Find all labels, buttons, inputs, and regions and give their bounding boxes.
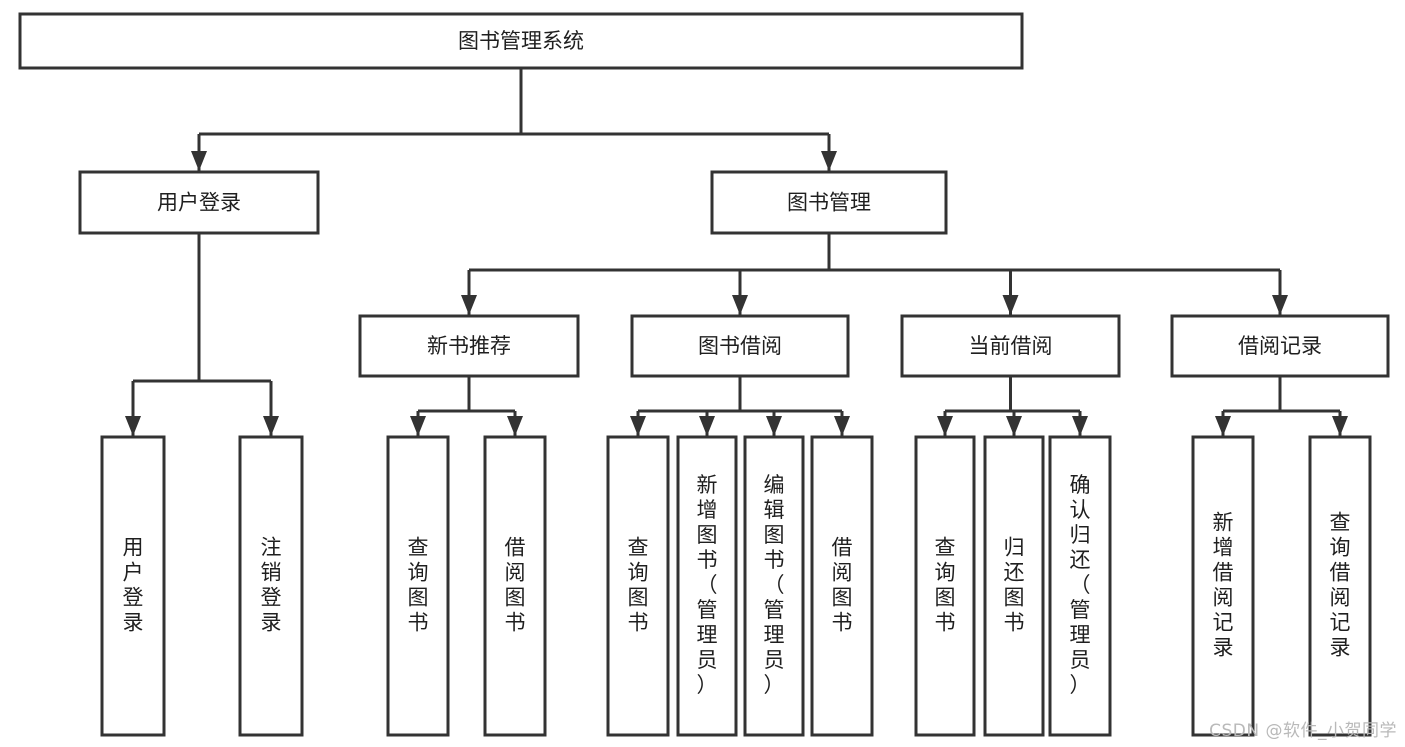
edges-layer [125, 68, 1348, 436]
node-leaf-9-box[interactable] [983, 435, 1045, 737]
node-leaf-2[interactable]: 查询图书 [386, 435, 450, 737]
arrow-head-icon [507, 416, 523, 436]
node-leaf-1[interactable]: 注销登录 [238, 435, 304, 737]
node-level3-3-box[interactable] [1170, 314, 1390, 378]
node-root-label: 图书管理系统 [458, 29, 584, 53]
node-leaf-4-label: 查询图书 [628, 536, 649, 635]
arrow-head-icon [263, 416, 279, 436]
node-level2-0-label: 用户登录 [157, 191, 241, 215]
arrow-head-icon [1006, 416, 1022, 436]
node-root-box[interactable] [18, 12, 1024, 70]
node-leaf-8-box[interactable] [914, 435, 976, 737]
node-leaf-5-box[interactable] [676, 435, 738, 737]
nodes-layer: 图书管理系统用户登录图书管理新书推荐图书借阅当前借阅借阅记录用户登录注销登录查询… [18, 12, 1390, 737]
arrow-head-icon [1272, 295, 1288, 315]
node-leaf-11[interactable]: 新增借阅记录 [1191, 435, 1255, 737]
node-level3-1-label: 图书借阅 [698, 334, 782, 358]
node-leaf-11-label: 新增借阅记录 [1213, 511, 1234, 660]
node-leaf-5-label: 新增图书（管理员） [697, 473, 718, 697]
arrow-head-icon [125, 416, 141, 436]
arrow-head-icon [1072, 416, 1088, 436]
node-level3-2-box[interactable] [900, 314, 1121, 378]
node-leaf-3-box[interactable] [483, 435, 547, 737]
node-leaf-1-box[interactable] [238, 435, 304, 737]
node-level3-3[interactable]: 借阅记录 [1170, 314, 1390, 378]
node-leaf-1-label: 注销登录 [261, 536, 282, 635]
arrow-head-icon [766, 416, 782, 436]
node-level3-0-label: 新书推荐 [427, 334, 511, 358]
node-root[interactable]: 图书管理系统 [18, 12, 1024, 70]
node-level2-0[interactable]: 用户登录 [78, 170, 320, 235]
arrow-head-icon [191, 151, 207, 171]
node-level3-1[interactable]: 图书借阅 [630, 314, 850, 378]
arrow-head-icon [821, 151, 837, 171]
node-level3-3-label: 借阅记录 [1238, 334, 1322, 358]
node-level3-0[interactable]: 新书推荐 [358, 314, 580, 378]
node-leaf-3-label: 借阅图书 [505, 536, 526, 635]
node-leaf-0-label: 用户登录 [123, 536, 144, 635]
node-level2-1[interactable]: 图书管理 [710, 170, 948, 235]
node-leaf-0[interactable]: 用户登录 [100, 435, 166, 737]
node-leaf-11-box[interactable] [1191, 435, 1255, 737]
node-leaf-9-label: 归还图书 [1004, 536, 1025, 635]
watermark-label: CSDN @软件_小贺同学 [1209, 721, 1397, 741]
node-leaf-4[interactable]: 查询图书 [606, 435, 670, 737]
node-leaf-12-label: 查询借阅记录 [1330, 511, 1351, 660]
node-leaf-4-box[interactable] [606, 435, 670, 737]
node-level2-1-box[interactable] [710, 170, 948, 235]
node-leaf-7[interactable]: 借阅图书 [810, 435, 874, 737]
arrow-head-icon [937, 416, 953, 436]
arrow-head-icon [1332, 416, 1348, 436]
arrow-head-icon [834, 416, 850, 436]
node-leaf-10-label: 确认归还（管理员） [1070, 473, 1091, 697]
node-level2-1-label: 图书管理 [787, 191, 871, 215]
node-leaf-12[interactable]: 查询借阅记录 [1308, 435, 1372, 737]
node-leaf-10[interactable]: 确认归还（管理员） [1048, 435, 1112, 737]
arrow-head-icon [699, 416, 715, 436]
node-level3-2[interactable]: 当前借阅 [900, 314, 1121, 378]
node-leaf-3[interactable]: 借阅图书 [483, 435, 547, 737]
node-level2-0-box[interactable] [78, 170, 320, 235]
node-leaf-12-box[interactable] [1308, 435, 1372, 737]
arrow-head-icon [461, 295, 477, 315]
node-leaf-2-box[interactable] [386, 435, 450, 737]
arrow-head-icon [1215, 416, 1231, 436]
arrow-head-icon [1002, 295, 1019, 315]
node-leaf-2-label: 查询图书 [408, 536, 429, 635]
node-leaf-7-box[interactable] [810, 435, 874, 737]
node-level3-2-label: 当前借阅 [969, 334, 1053, 358]
node-leaf-6[interactable]: 编辑图书（管理员） [743, 435, 805, 737]
node-leaf-8[interactable]: 查询图书 [914, 435, 976, 737]
node-leaf-5[interactable]: 新增图书（管理员） [676, 435, 738, 737]
arrow-head-icon [732, 295, 748, 315]
node-leaf-0-box[interactable] [100, 435, 166, 737]
node-level3-0-box[interactable] [358, 314, 580, 378]
node-level3-1-box[interactable] [630, 314, 850, 378]
node-leaf-6-label: 编辑图书（管理员） [764, 473, 785, 697]
node-leaf-6-box[interactable] [743, 435, 805, 737]
node-leaf-9[interactable]: 归还图书 [983, 435, 1045, 737]
node-leaf-10-box[interactable] [1048, 435, 1112, 737]
arrow-head-icon [410, 416, 426, 436]
arrow-head-icon [630, 416, 646, 436]
node-leaf-7-label: 借阅图书 [832, 536, 853, 635]
node-leaf-8-label: 查询图书 [935, 536, 956, 635]
